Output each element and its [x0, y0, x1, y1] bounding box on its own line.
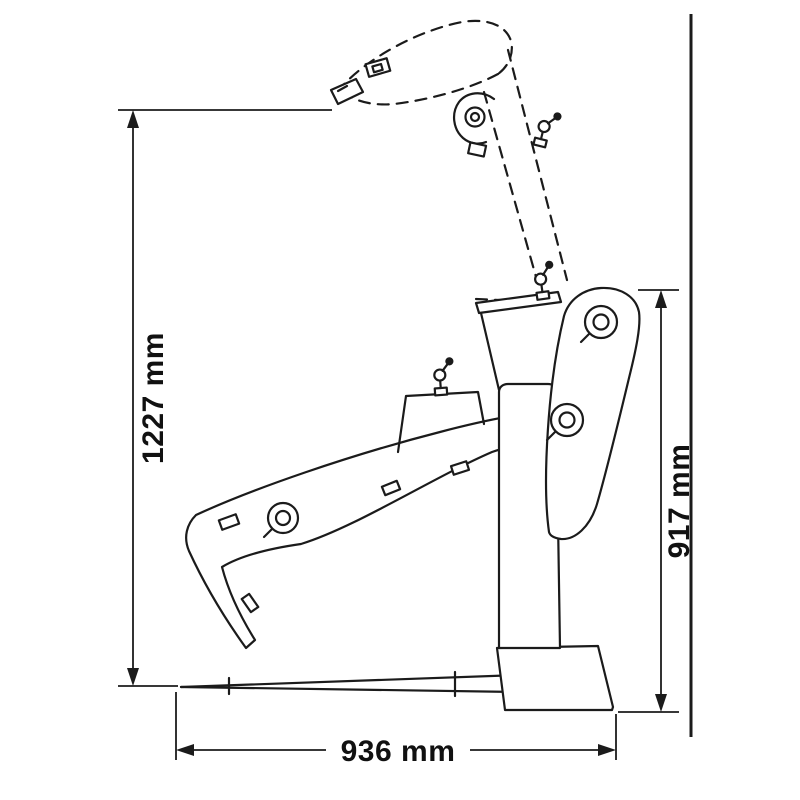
grapple-arm-open-position	[335, 19, 569, 303]
arm-pivot-eye	[262, 501, 300, 539]
hydraulic-fitting-icon	[433, 357, 454, 397]
grapple-beak-notch	[336, 84, 349, 93]
hydraulic-fitting-icon	[534, 260, 554, 301]
dimension-tine-length: 936 mm	[175, 692, 617, 768]
arm-section-mark-1	[217, 513, 241, 531]
pivot-eye-bottom	[545, 402, 585, 442]
dimension-label-total-height: 1227 mm	[137, 332, 170, 464]
arrowhead-down	[655, 694, 667, 712]
ghost-arm-inner-edge	[344, 72, 500, 106]
upper-arm-root-edge	[479, 311, 501, 392]
ghost-strut-left	[482, 90, 540, 286]
arrowhead-left	[176, 744, 194, 756]
ghost-strut-right	[506, 48, 569, 282]
machine-outline	[179, 19, 641, 712]
tine	[179, 670, 522, 698]
arrowhead-up	[127, 110, 139, 128]
arrowhead-right	[598, 744, 616, 756]
tine-bottom-edge	[179, 685, 522, 694]
tine-top-edge	[179, 673, 522, 689]
ghost-arm-outer-edge	[335, 19, 513, 94]
pivot-eye-top	[579, 304, 619, 344]
arm-section-mark-2	[240, 592, 260, 614]
hydraulic-fitting-icon	[532, 112, 562, 149]
grapple-beak-tip	[329, 77, 365, 106]
label-backplate	[326, 730, 470, 768]
frame-foot	[495, 644, 615, 712]
arm-section-mark-3	[380, 479, 402, 497]
arm-section-mark-4	[449, 460, 471, 476]
clevis-hook	[453, 92, 496, 158]
arrowhead-up	[655, 290, 667, 308]
upper-arm-plate	[364, 57, 392, 78]
dimension-label-tine-length: 936 mm	[341, 735, 456, 768]
arrowhead-down	[127, 668, 139, 686]
dimension-total-height: 1227 mm	[118, 109, 332, 687]
pivot-plate	[545, 286, 641, 541]
